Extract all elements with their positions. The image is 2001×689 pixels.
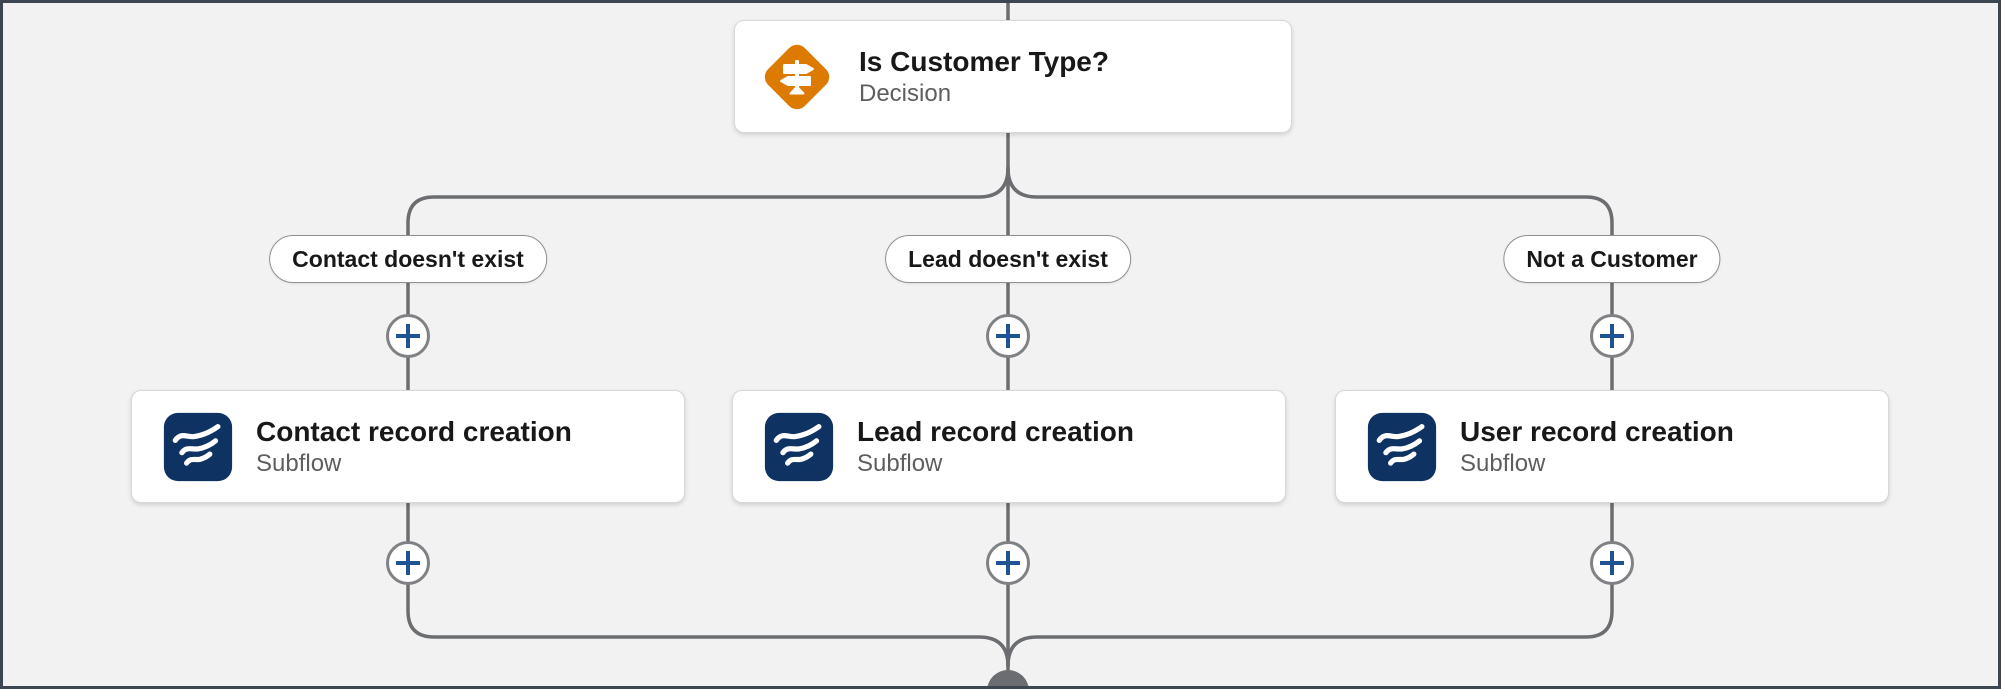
add-element-button[interactable] — [986, 314, 1030, 358]
decision-node[interactable]: Is Customer Type? Decision — [734, 20, 1292, 133]
subflow-node-type: Subflow — [256, 449, 342, 477]
subflow-node-text: User record creation Subflow — [1460, 415, 1734, 479]
subflow-node-title: Contact record creation — [256, 415, 572, 447]
subflow-node-user-record-creation[interactable]: User record creation Subflow — [1335, 390, 1889, 503]
subflow-waves-icon — [163, 412, 233, 481]
branch-label-contact-doesnt-exist[interactable]: Contact doesn't exist — [269, 235, 547, 283]
subflow-node-text: Contact record creation Subflow — [256, 415, 572, 479]
decision-node-text: Is Customer Type? Decision — [859, 45, 1109, 109]
subflow-node-type: Subflow — [1460, 449, 1546, 477]
subflow-node-contact-record-creation[interactable]: Contact record creation Subflow — [131, 390, 685, 503]
add-element-button[interactable] — [386, 541, 430, 585]
add-element-button[interactable] — [1590, 541, 1634, 585]
subflow-node-lead-record-creation[interactable]: Lead record creation Subflow — [732, 390, 1286, 503]
subflow-node-title: User record creation — [1460, 415, 1734, 447]
decision-node-title: Is Customer Type? — [859, 45, 1109, 77]
subflow-node-type: Subflow — [857, 449, 943, 477]
decision-signpost-icon — [764, 44, 830, 109]
subflow-waves-icon — [764, 412, 834, 481]
subflow-waves-icon — [1367, 412, 1437, 481]
subflow-node-title: Lead record creation — [857, 415, 1134, 447]
branch-label-lead-doesnt-exist[interactable]: Lead doesn't exist — [885, 235, 1131, 283]
branch-label-text: Lead doesn't exist — [908, 245, 1108, 272]
decision-node-type: Decision — [859, 79, 952, 107]
add-element-button[interactable] — [1590, 314, 1634, 358]
branch-label-text: Not a Customer — [1526, 245, 1698, 272]
add-element-button[interactable] — [986, 541, 1030, 585]
subflow-node-text: Lead record creation Subflow — [857, 415, 1134, 479]
branch-label-not-a-customer[interactable]: Not a Customer — [1503, 235, 1721, 283]
add-element-button[interactable] — [386, 314, 430, 358]
merge-point-marker — [987, 670, 1029, 689]
branch-label-text: Contact doesn't exist — [292, 245, 524, 272]
